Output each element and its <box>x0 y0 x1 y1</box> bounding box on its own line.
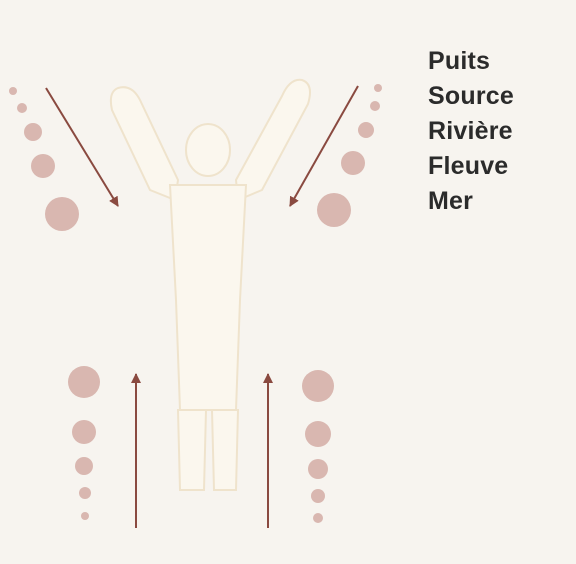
circle <box>24 123 42 141</box>
circle <box>81 512 89 520</box>
legend-item-fleuve: Fleuve <box>428 149 514 184</box>
circles-upper-left <box>9 87 79 231</box>
right-arm <box>236 80 310 200</box>
legend-item-riviere: Rivière <box>428 114 514 149</box>
legend: Puits Source Rivière Fleuve Mer <box>428 44 514 219</box>
head <box>186 124 230 176</box>
circle <box>374 84 382 92</box>
circle <box>358 122 374 138</box>
circle <box>68 366 100 398</box>
left-leg <box>178 410 206 490</box>
circle <box>9 87 17 95</box>
arrow-upper-left <box>46 88 118 206</box>
circle <box>308 459 328 479</box>
legend-item-puits: Puits <box>428 44 514 79</box>
left-arm <box>111 87 178 200</box>
circle <box>72 420 96 444</box>
circle <box>317 193 351 227</box>
circle <box>45 197 79 231</box>
circle <box>79 487 91 499</box>
circle <box>341 151 365 175</box>
human-figure <box>111 80 310 490</box>
circle <box>75 457 93 475</box>
circle <box>311 489 325 503</box>
circles-lower-right <box>302 370 334 523</box>
circle <box>305 421 331 447</box>
circles-upper-right <box>317 84 382 227</box>
legend-item-mer: Mer <box>428 184 514 219</box>
circle <box>17 103 27 113</box>
circle <box>302 370 334 402</box>
circle <box>31 154 55 178</box>
torso <box>170 185 246 410</box>
legend-item-source: Source <box>428 79 514 114</box>
right-leg <box>212 410 238 490</box>
circle <box>370 101 380 111</box>
circles-lower-left <box>68 366 100 520</box>
circle <box>313 513 323 523</box>
